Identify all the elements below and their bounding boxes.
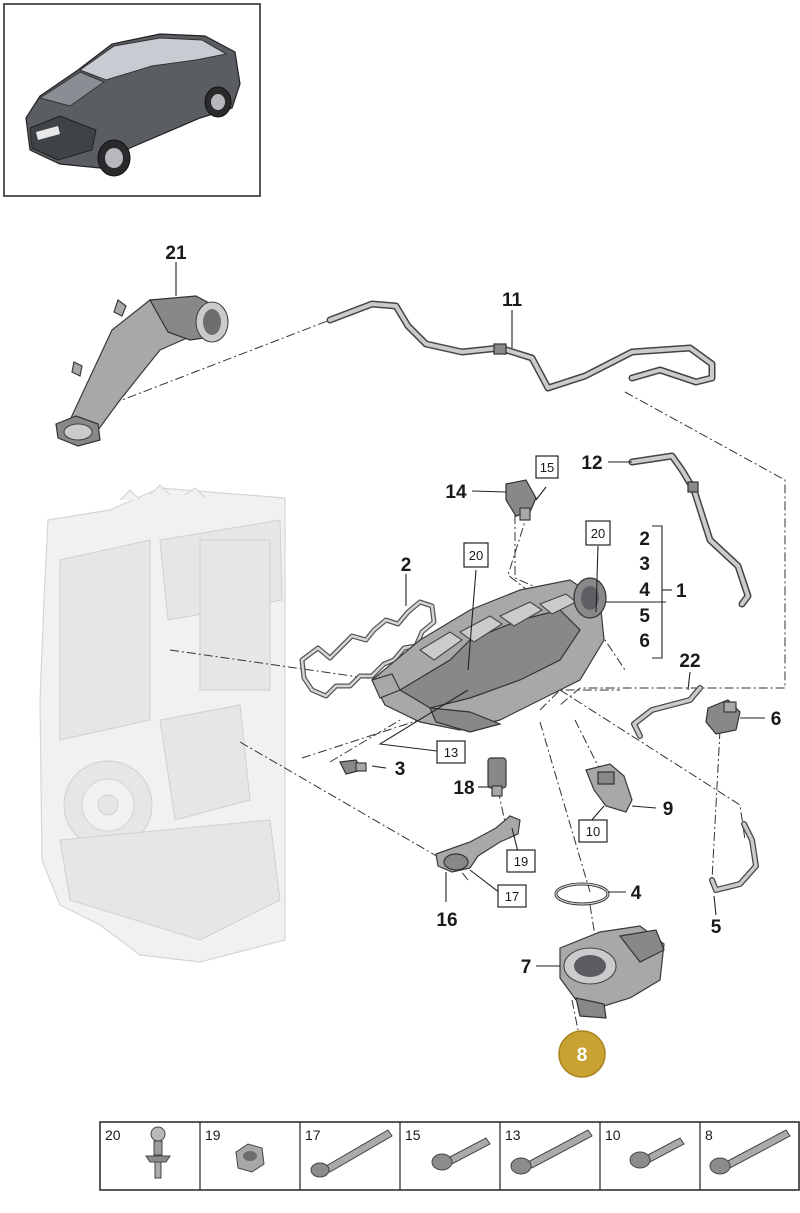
actuator-18	[487, 757, 507, 797]
callout-20b-box	[585, 520, 611, 546]
long-bolt-icon	[510, 1129, 593, 1175]
callout-20a: 20	[469, 548, 483, 563]
hardware-cell-20[interactable]: 20	[105, 1126, 171, 1179]
callout-3: 3	[395, 759, 406, 780]
intake-manifold	[371, 577, 607, 733]
callout-22: 22	[679, 651, 700, 672]
callout-13: 13	[444, 745, 458, 760]
callout-group-4: 4	[639, 580, 650, 601]
hex-nut-icon	[235, 1143, 265, 1173]
hose-22	[631, 685, 703, 739]
hardware-cell-13[interactable]: 13	[505, 1127, 593, 1175]
callout-12: 12	[581, 453, 602, 474]
long-bolt-icon	[310, 1129, 393, 1178]
hardware-table: 20 19 17 15	[99, 1121, 800, 1191]
callout-15: 15	[540, 460, 554, 475]
long-bolt-icon	[709, 1129, 791, 1175]
callout-10-box	[578, 819, 608, 843]
callout-17: 17	[505, 889, 519, 904]
callout-20b: 20	[591, 526, 605, 541]
sensor-3	[339, 759, 367, 775]
callout-6: 6	[771, 709, 782, 730]
vehicle-thumbnail	[3, 3, 261, 197]
callout-20a-box	[463, 542, 489, 568]
hardware-cell-15[interactable]: 15	[405, 1127, 491, 1171]
bracket-16	[435, 815, 521, 873]
callout-19: 19	[514, 854, 528, 869]
callout-16: 16	[436, 910, 457, 931]
callout-1: 1	[676, 581, 687, 602]
hardware-number: 8	[705, 1127, 713, 1143]
hardware-cell-10[interactable]: 10	[605, 1127, 685, 1169]
short-bolt-icon	[629, 1137, 685, 1169]
hardware-number: 10	[605, 1127, 621, 1143]
solenoid-6	[705, 699, 741, 735]
callout-group-5: 5	[639, 606, 650, 627]
vent-hose-11	[326, 300, 716, 392]
callout-15-box	[535, 455, 559, 479]
seal-ring-4	[554, 882, 610, 906]
callout-10: 10	[586, 824, 600, 839]
callout-13-box	[436, 740, 466, 764]
callout-labels: 21 11 12 14 15 20 20 2 2 3 4 5 6 1 22 6 …	[165, 243, 782, 1078]
valve-9	[585, 763, 633, 813]
hose-5	[709, 821, 759, 893]
hardware-cell-8[interactable]: 8	[705, 1127, 791, 1175]
intake-pipe-21	[55, 295, 229, 447]
gasket-2	[299, 599, 437, 699]
callout-21: 21	[165, 243, 187, 264]
callout-17-box	[497, 884, 527, 908]
car-icon	[25, 33, 241, 177]
callout-4: 4	[631, 883, 642, 904]
callout-group-3: 3	[639, 554, 650, 575]
leader-lines	[175, 262, 765, 967]
hardware-number: 15	[405, 1127, 421, 1143]
hardware-cell-19[interactable]: 19	[205, 1127, 265, 1173]
callout-9: 9	[663, 799, 674, 820]
callout-11: 11	[502, 290, 523, 311]
callout-group-2: 2	[639, 529, 650, 550]
hardware-number: 19	[205, 1127, 221, 1143]
hardware-cell-17[interactable]: 17	[305, 1127, 393, 1178]
hardware-number: 13	[505, 1127, 521, 1143]
hardware-number: 17	[305, 1127, 321, 1143]
sensor-14	[505, 479, 537, 521]
callout-19-box	[506, 849, 536, 873]
callout-group-6: 6	[639, 631, 650, 652]
callout-7: 7	[521, 957, 532, 978]
vent-line-12	[628, 452, 752, 608]
callout-14: 14	[445, 482, 467, 503]
hardware-number: 20	[105, 1127, 121, 1143]
callout-2: 2	[401, 555, 412, 576]
callout-8[interactable]: 8	[577, 1045, 588, 1066]
callout-5: 5	[711, 917, 722, 938]
callout-18: 18	[453, 778, 474, 799]
throttle-body-7	[559, 925, 665, 1019]
short-bolt-icon	[431, 1137, 491, 1171]
ball-stud-icon	[145, 1126, 171, 1179]
callout-8-highlight[interactable]	[558, 1030, 606, 1078]
engine-block-ghost	[39, 484, 286, 963]
